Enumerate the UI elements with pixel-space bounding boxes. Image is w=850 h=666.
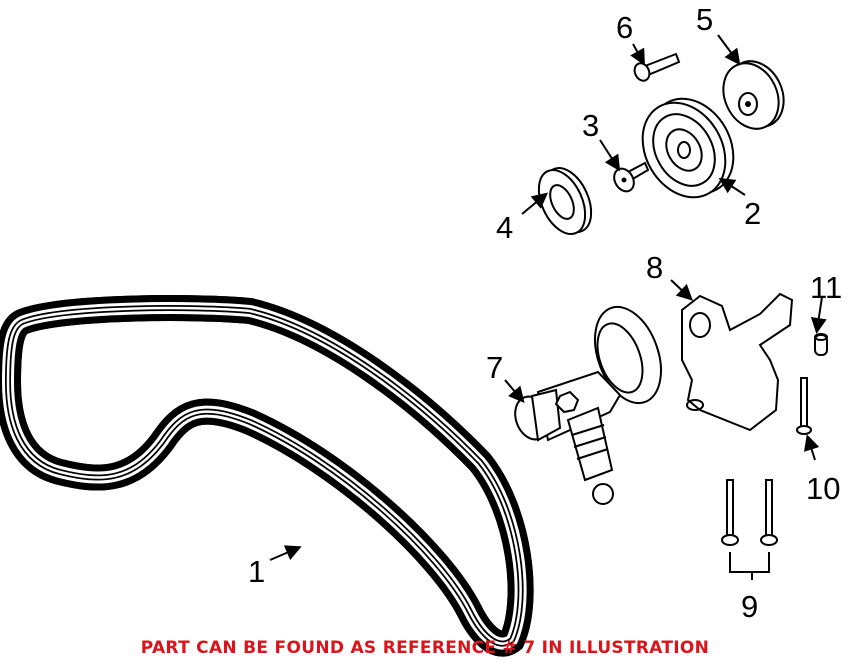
callout-2: 2 bbox=[744, 196, 761, 231]
callout-5: 5 bbox=[696, 2, 713, 37]
callout-6: 6 bbox=[616, 10, 633, 45]
callout-4: 4 bbox=[496, 210, 513, 245]
callout-7: 7 bbox=[486, 350, 503, 385]
callout-10: 10 bbox=[806, 471, 840, 506]
callout-8: 8 bbox=[646, 250, 663, 285]
leader-arrows bbox=[269, 34, 827, 580]
pulley-cover-plate bbox=[722, 60, 785, 130]
tensioner-bracket bbox=[681, 292, 794, 432]
callout-3: 3 bbox=[582, 108, 599, 143]
drive-belt bbox=[0, 308, 521, 644]
callout-11: 11 bbox=[810, 270, 842, 305]
dowel-pin bbox=[814, 333, 828, 356]
pulley-bolt bbox=[613, 161, 650, 193]
reference-note: PART CAN BE FOUND AS REFERENCE # 7 IN IL… bbox=[140, 638, 710, 658]
idler-pulley bbox=[641, 97, 735, 199]
pulley-cover bbox=[537, 167, 593, 235]
bolt-10 bbox=[796, 377, 812, 435]
bracket-bolts bbox=[721, 479, 778, 546]
callout-1: 1 bbox=[248, 554, 265, 589]
bolt-6 bbox=[633, 52, 681, 82]
belt-tensioner bbox=[514, 305, 662, 505]
callout-9: 9 bbox=[741, 589, 758, 624]
